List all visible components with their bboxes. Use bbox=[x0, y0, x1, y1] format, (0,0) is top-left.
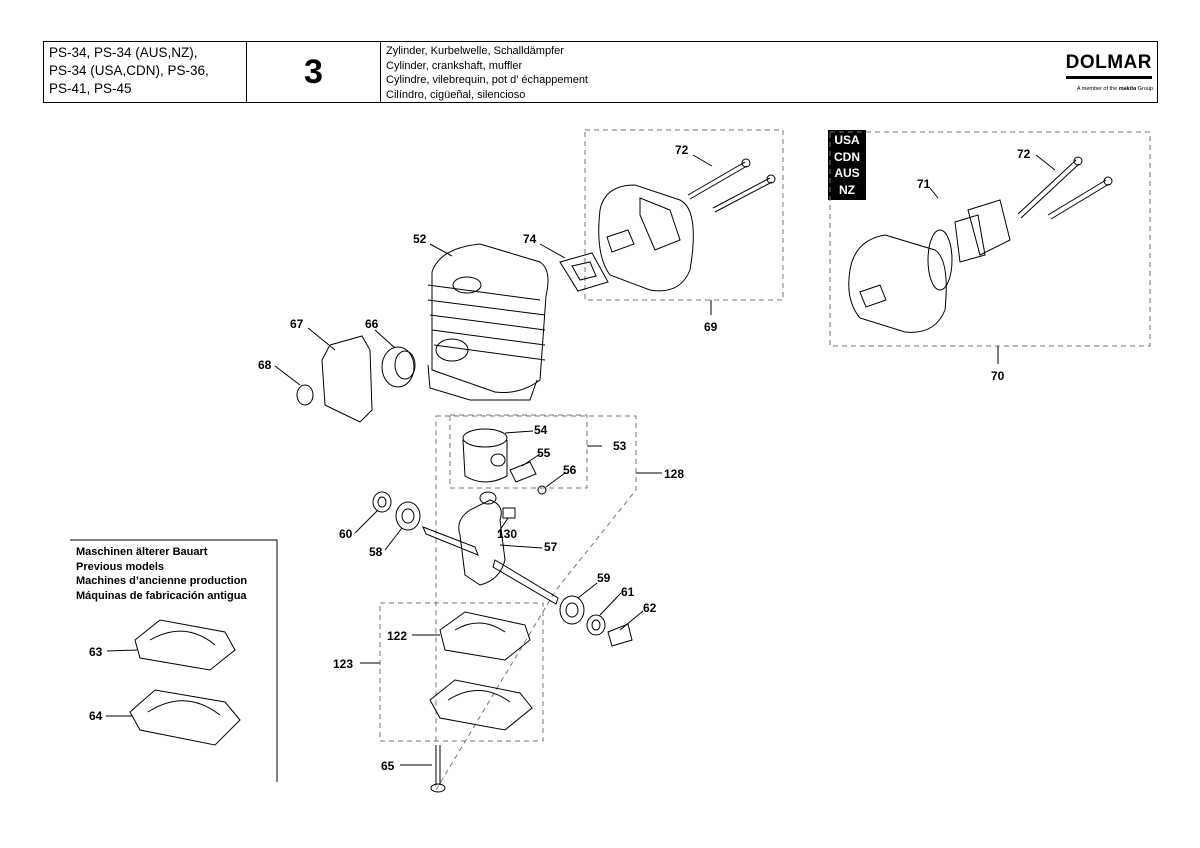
model-line: PS-41, PS-45 bbox=[49, 81, 132, 96]
brand-sub-maker: makita bbox=[1118, 86, 1137, 92]
intake-plate bbox=[321, 335, 373, 423]
group-titles: Zylinder, Kurbelwelle, Schalldämpfer Cyl… bbox=[381, 42, 1037, 102]
callout-53: 53 bbox=[613, 439, 627, 453]
crankcase-group-box bbox=[379, 602, 544, 742]
callout-57: 57 bbox=[544, 540, 558, 554]
title-block: PS-34, PS-34 (AUS,NZ), PS-34 (USA,CDN), … bbox=[43, 41, 1158, 103]
callout-63: 63 bbox=[89, 645, 103, 659]
prev-models-bracket bbox=[70, 539, 278, 782]
callout-59: 59 bbox=[597, 571, 611, 585]
callout-67: 67 bbox=[290, 317, 304, 331]
callout-128: 128 bbox=[664, 467, 684, 481]
callout-62: 62 bbox=[643, 601, 657, 615]
callout-66: 66 bbox=[365, 317, 379, 331]
group-outlines bbox=[70, 129, 1151, 792]
title-es: Cilíndro, cigüeñal, silencioso bbox=[386, 88, 526, 101]
callout-55: 55 bbox=[537, 446, 551, 460]
prev-fr: Machines d’ancienne production bbox=[76, 575, 248, 588]
piston-group-box bbox=[449, 414, 588, 489]
crank-group-box bbox=[435, 415, 637, 792]
group-number: 3 bbox=[247, 42, 381, 102]
crankcase-screw bbox=[430, 745, 446, 793]
callout-122: 122 bbox=[387, 629, 407, 643]
callout-61: 61 bbox=[621, 585, 635, 599]
callout-52: 52 bbox=[413, 232, 427, 246]
callout-72b: 72 bbox=[1017, 147, 1031, 161]
title-de: Zylinder, Kurbelwelle, Schalldämpfer bbox=[386, 45, 564, 57]
model-list: PS-34, PS-34 (AUS,NZ), PS-34 (USA,CDN), … bbox=[44, 42, 247, 102]
old-crankcase-halves bbox=[129, 619, 241, 746]
brand-sub-prefix: A member of the bbox=[1076, 86, 1118, 92]
brand-subline: A member of the makita Group bbox=[1077, 86, 1153, 92]
callout-58: 58 bbox=[369, 545, 383, 559]
region-aus: AUS bbox=[834, 166, 860, 180]
piston-clip bbox=[537, 485, 547, 495]
prev-es: Máquinas de fabricación antigua bbox=[76, 589, 247, 602]
callout-65: 65 bbox=[381, 759, 395, 773]
callout-72: 72 bbox=[675, 143, 689, 157]
previous-models-label: Maschinen älterer Bauart Previous models… bbox=[76, 545, 247, 603]
title-fr: Cylindre, vilebrequin, pot d’ échappemen… bbox=[386, 74, 588, 87]
brand-name: DOLMAR bbox=[1065, 52, 1152, 73]
brand-logo: DOLMAR A member of the makita Group bbox=[1037, 42, 1157, 102]
callout-69: 69 bbox=[704, 320, 718, 334]
bearings bbox=[372, 491, 633, 647]
muffler-part bbox=[598, 184, 694, 292]
needle-bearing bbox=[502, 507, 516, 519]
callout-74: 74 bbox=[523, 232, 537, 246]
callout-56: 56 bbox=[563, 463, 577, 477]
callout-70: 70 bbox=[991, 369, 1005, 383]
callout-64: 64 bbox=[89, 709, 103, 723]
muffler-usa-group-box bbox=[829, 131, 1151, 347]
piston-part bbox=[462, 428, 508, 483]
callout-60: 60 bbox=[339, 527, 353, 541]
region-cdn: CDN bbox=[834, 149, 860, 164]
circlip bbox=[296, 384, 314, 406]
callout-71: 71 bbox=[917, 177, 931, 191]
model-line: PS-34, PS-34 (AUS,NZ), bbox=[49, 45, 198, 60]
callout-68: 68 bbox=[258, 358, 272, 372]
intake-flange bbox=[381, 346, 416, 388]
callout-54: 54 bbox=[534, 423, 548, 437]
logo-underline bbox=[1066, 76, 1152, 79]
prev-de: Maschinen älterer Bauart bbox=[76, 546, 208, 558]
muffler-gasket bbox=[559, 252, 609, 292]
muffler-group-box bbox=[584, 129, 784, 301]
muffler-usa-part bbox=[848, 156, 1113, 333]
region-nz: NZ bbox=[839, 182, 855, 197]
crankshaft-part bbox=[422, 491, 559, 605]
leader-lines bbox=[106, 154, 1056, 766]
cylinder-part bbox=[427, 243, 549, 401]
model-line: PS-34 (USA,CDN), PS-36, bbox=[49, 63, 209, 78]
crankcase-halves bbox=[429, 611, 533, 731]
region-tag: USA CDN AUS NZ bbox=[828, 130, 866, 200]
prev-en: Previous models bbox=[76, 560, 165, 573]
callout-123: 123 bbox=[333, 657, 353, 671]
muffler-bolts bbox=[687, 158, 776, 213]
region-usa: USA bbox=[834, 133, 860, 147]
brand-sub-suffix: Group bbox=[1137, 86, 1153, 92]
callout-130: 130 bbox=[497, 527, 517, 541]
title-en: Cylinder, crankshaft, muffler bbox=[386, 59, 523, 72]
